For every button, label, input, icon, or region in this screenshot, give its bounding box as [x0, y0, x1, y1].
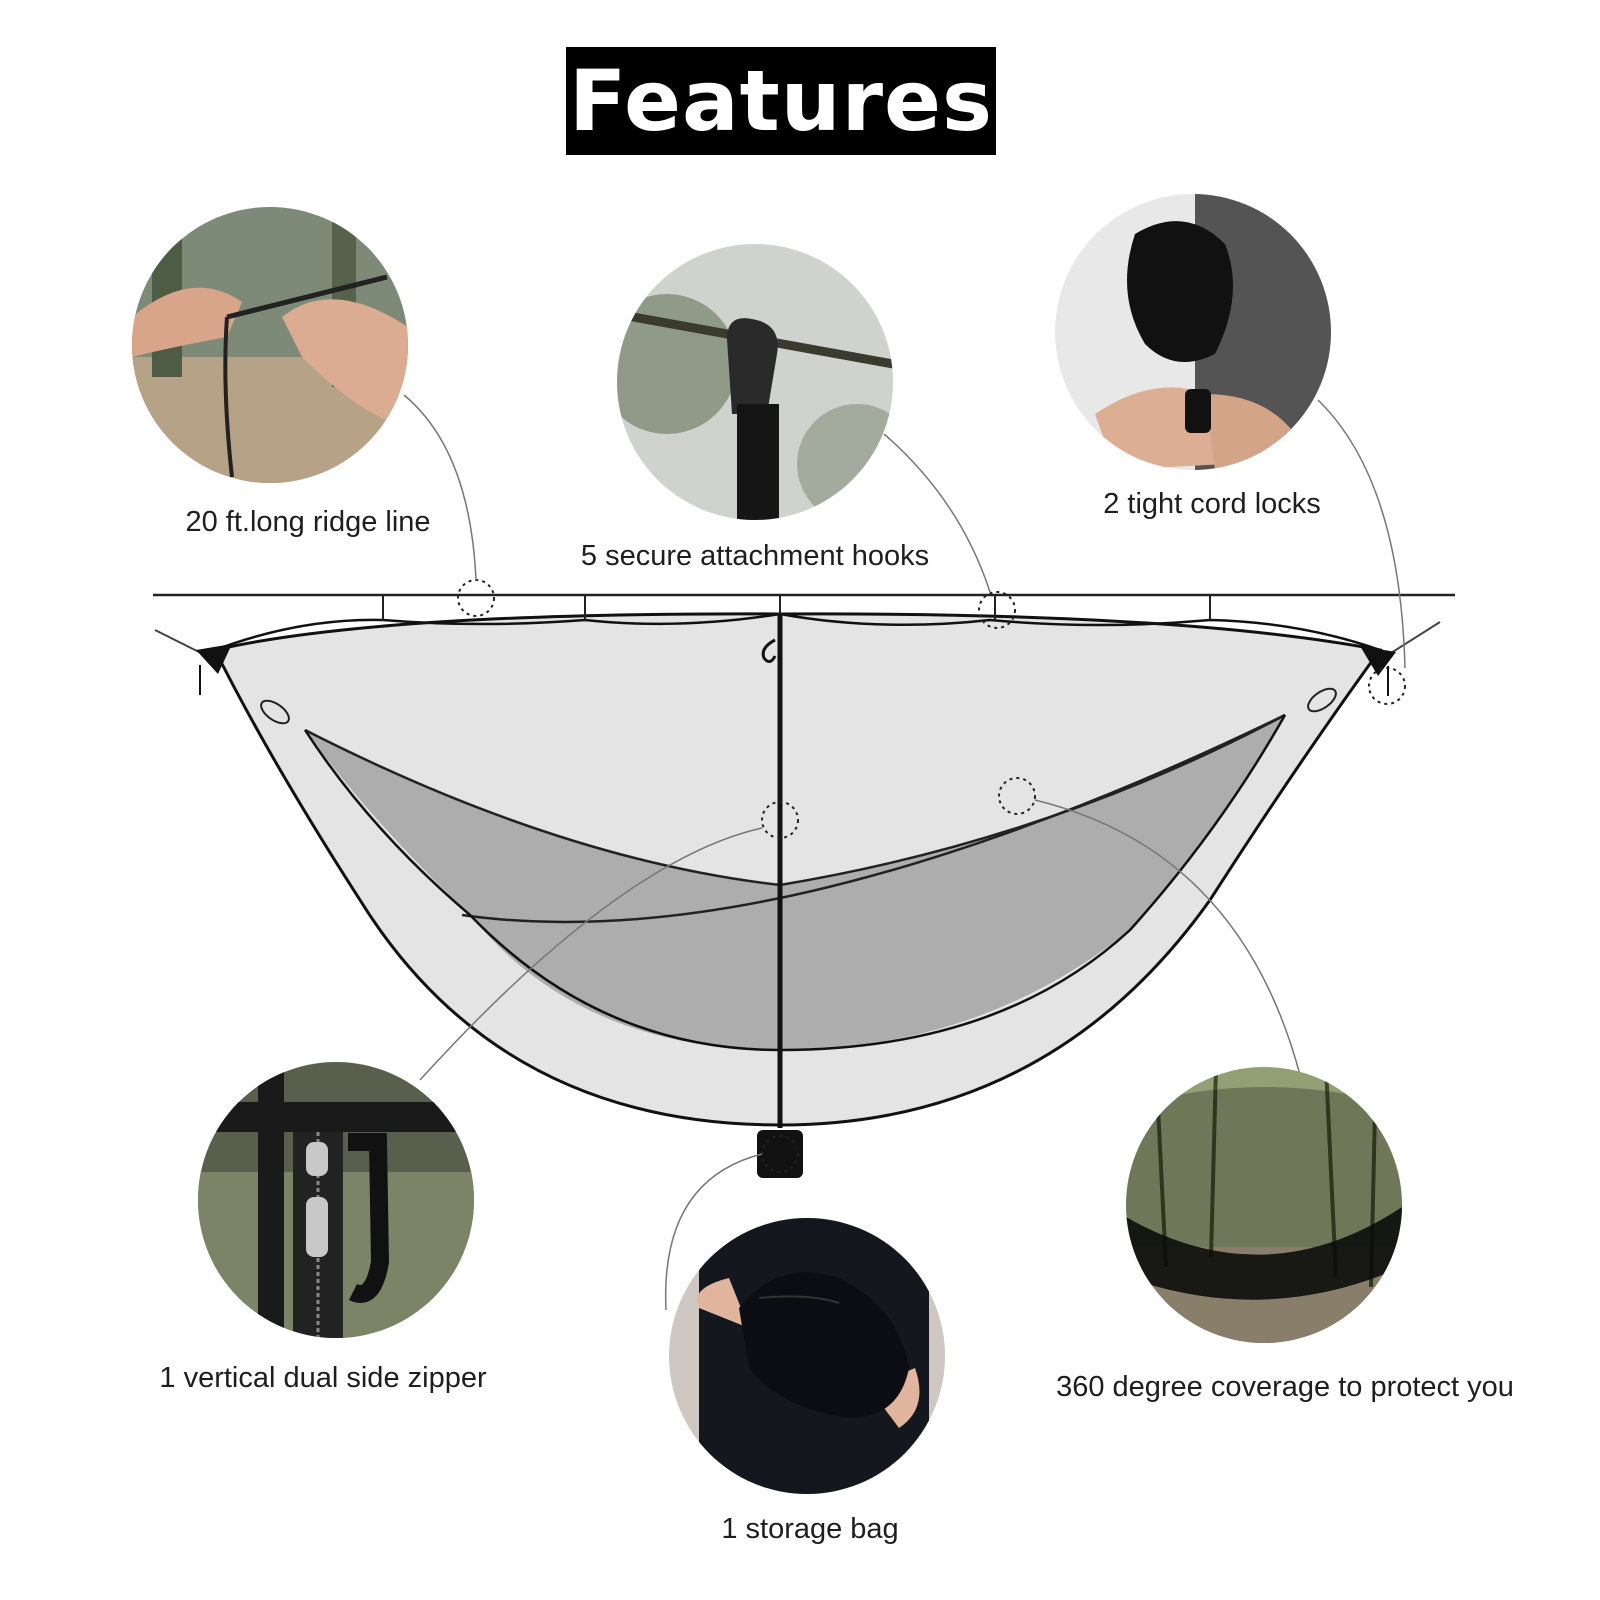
center-hook-icon — [761, 638, 777, 663]
features-title: Features — [566, 47, 996, 155]
caption-attachment-hooks: 5 secure attachment hooks — [580, 540, 930, 572]
storage-bag-photo — [669, 1218, 945, 1494]
right-cord-lock-icon — [1360, 646, 1396, 676]
attachment-hook-photo — [617, 244, 893, 520]
leader-lines — [403, 394, 1406, 1311]
caption-ridge-line: 20 ft.long ridge line — [185, 506, 431, 538]
left-carabiner-icon — [260, 699, 290, 725]
caption-cord-locks: 2 tight cord locks — [1103, 488, 1321, 520]
right-carabiner-icon — [1307, 687, 1337, 713]
coverage-photo — [1126, 1067, 1402, 1343]
zipper-photo — [198, 1062, 474, 1338]
ridge-line-photo — [132, 207, 408, 483]
hammock-top-edge-right — [461, 713, 1286, 924]
caption-storage-bag: 1 storage bag — [721, 1513, 899, 1545]
left-cord-lock-icon — [196, 644, 232, 674]
ridge-hooks — [382, 595, 1211, 620]
cord-lock-photo — [1055, 194, 1331, 470]
storage-bag-tab — [757, 1130, 803, 1178]
caption-coverage: 360 degree coverage to protect you — [1056, 1371, 1514, 1403]
caption-zipper: 1 vertical dual side zipper — [159, 1362, 487, 1394]
net-outer-body — [212, 612, 1383, 1127]
